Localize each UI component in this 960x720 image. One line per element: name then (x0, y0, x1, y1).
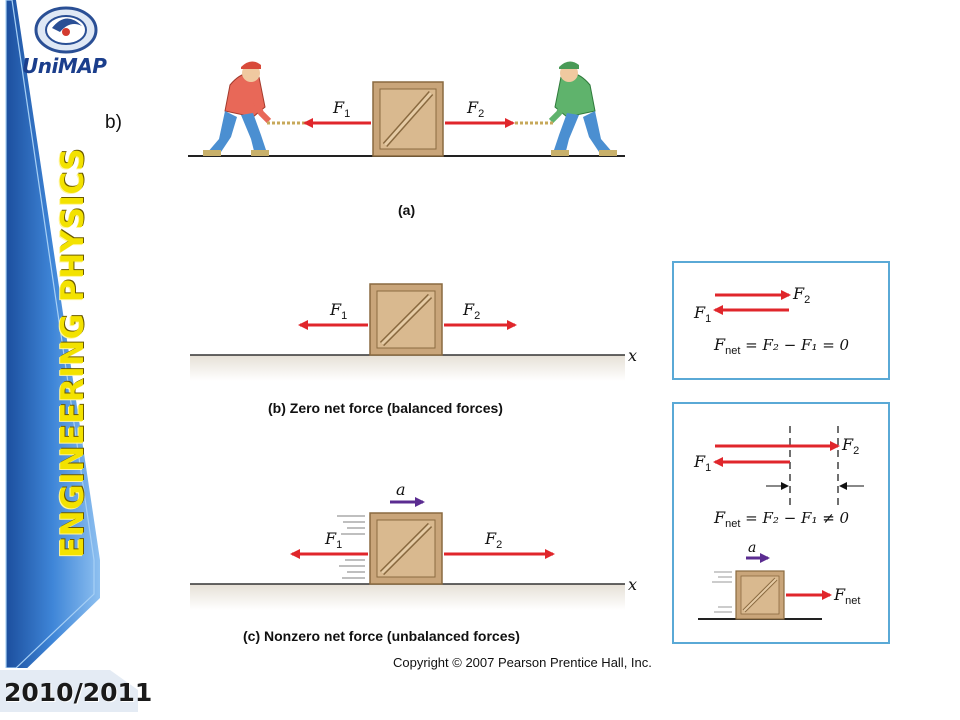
motion-streaks-icon (337, 515, 365, 579)
sidebar-band (6, 0, 100, 675)
label-f2-a: F2 (466, 98, 484, 120)
axis-x-b: x (628, 346, 637, 365)
figure-a-illustration: F1 F2 (188, 61, 625, 157)
unimap-logo (22, 2, 102, 82)
label-a-c: a (396, 480, 406, 499)
ground-c (190, 584, 625, 610)
ground-b (190, 355, 625, 381)
inset-b: F2 F1 Fnet = F₂ − F₁ = 0 (672, 261, 890, 380)
crate-c (369, 512, 443, 585)
figure-b-illustration: F1 F2 x (190, 283, 637, 381)
axis-x-c: x (628, 575, 637, 594)
inset-c-label-f2: F2 (841, 435, 859, 457)
academic-year: 2010/2011 (4, 678, 153, 707)
slide-label: b) (105, 112, 122, 133)
inset-b-label-f1: F1 (693, 303, 711, 325)
logo-emblem-icon (34, 6, 98, 54)
inset-b-frame (672, 261, 890, 380)
label-f2-c: F2 (484, 529, 502, 551)
left-person-icon (203, 61, 272, 156)
label-f2-b: F2 (462, 300, 480, 322)
label-f1-a: F1 (332, 98, 350, 120)
label-f1-c: F1 (324, 529, 342, 551)
crate-a (372, 81, 444, 157)
sidebar: UniMAP ENGINEERING PHYSICS 2010/2011 (0, 0, 153, 720)
inset-c-label-fnet: Fnet (833, 585, 860, 607)
sidebar-banner (0, 0, 150, 720)
inset-c-crate (735, 570, 785, 620)
right-person-icon (548, 61, 617, 156)
inset-c-equation: Fnet = F₂ − F₁ ≠ 0 (713, 508, 850, 530)
caption-c: (c) Nonzero net force (unbalanced forces… (243, 628, 520, 644)
copyright-notice: Copyright © 2007 Pearson Prentice Hall, … (393, 655, 652, 670)
figure-c-illustration: a F1 F2 x (190, 480, 637, 610)
logo-text: UniMAP (22, 54, 107, 78)
inset-b-equation: Fnet = F₂ − F₁ = 0 (713, 335, 850, 357)
label-f1-b: F1 (329, 300, 347, 322)
vertical-course-title: ENGINEERING PHYSICS (55, 147, 91, 558)
inset-c-label-f1: F1 (693, 452, 711, 474)
caption-a: (a) (398, 202, 416, 218)
inset-c: F2 F1 Fnet = F₂ − F₁ ≠ 0 a Fnet (672, 402, 890, 644)
inset-b-label-f2: F2 (792, 284, 810, 306)
inset-c-motion-streaks-icon (712, 571, 732, 613)
inset-c-label-a: a (748, 540, 756, 556)
caption-b: (b) Zero net force (balanced forces) (268, 400, 503, 416)
crate-b (369, 283, 443, 356)
